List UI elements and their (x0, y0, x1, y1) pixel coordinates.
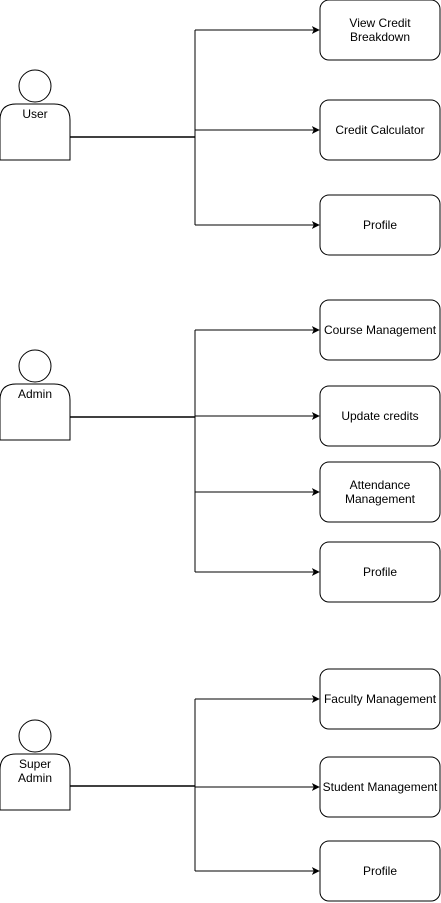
actor-body-icon (0, 383, 71, 441)
use-case-box[interactable]: Profile (319, 194, 441, 256)
use-case-label: Profile (363, 864, 397, 878)
use-case-label: Course Management (324, 323, 437, 337)
actor-body-icon (0, 753, 71, 811)
use-case-label: Management (345, 492, 416, 506)
actor-body-icon (0, 103, 71, 161)
use-case-box-outline (319, 756, 441, 818)
use-case-label: Faculty Management (324, 692, 437, 706)
use-case-box-outline (319, 461, 441, 523)
use-case-box-outline (319, 299, 441, 361)
actor-head-icon (18, 69, 52, 103)
actor-label: Super (19, 757, 51, 771)
use-case-label: Attendance (350, 478, 411, 492)
use-case-label: Credit Calculator (335, 123, 424, 137)
actor-0: User (0, 69, 71, 161)
use-case-box-outline (319, 385, 441, 447)
use-case-box-outline (319, 194, 441, 256)
use-case-box[interactable]: Credit Calculator (319, 99, 441, 161)
actor-head-icon (18, 349, 52, 383)
use-case-box-outline (319, 0, 441, 61)
use-case-box[interactable]: Profile (319, 541, 441, 603)
use-case-label: Profile (363, 565, 397, 579)
use-case-box-outline (319, 99, 441, 161)
use-case-box-outline (319, 668, 441, 730)
use-case-label: Breakdown (350, 30, 410, 44)
connector-layer (70, 26, 320, 875)
actor-label: Admin (18, 387, 52, 401)
actor-label: User (22, 107, 47, 121)
use-case-label: View Credit (349, 16, 411, 30)
use-case-box-outline (319, 541, 441, 603)
use-case-box[interactable]: Update credits (319, 385, 441, 447)
actor-label: Admin (18, 771, 52, 785)
use-case-box[interactable]: Course Management (319, 299, 441, 361)
use-case-box[interactable]: Student Management (319, 756, 441, 818)
actor-head-icon (18, 719, 52, 753)
use-case-box-outline (319, 840, 441, 902)
use-case-label: Student Management (323, 780, 438, 794)
use-case-label: Update credits (341, 409, 418, 423)
use-case-label: Profile (363, 218, 397, 232)
actor-1: Admin (0, 349, 71, 441)
use-case-box[interactable]: Profile (319, 840, 441, 902)
use-case-box[interactable]: Faculty Management (319, 668, 441, 730)
